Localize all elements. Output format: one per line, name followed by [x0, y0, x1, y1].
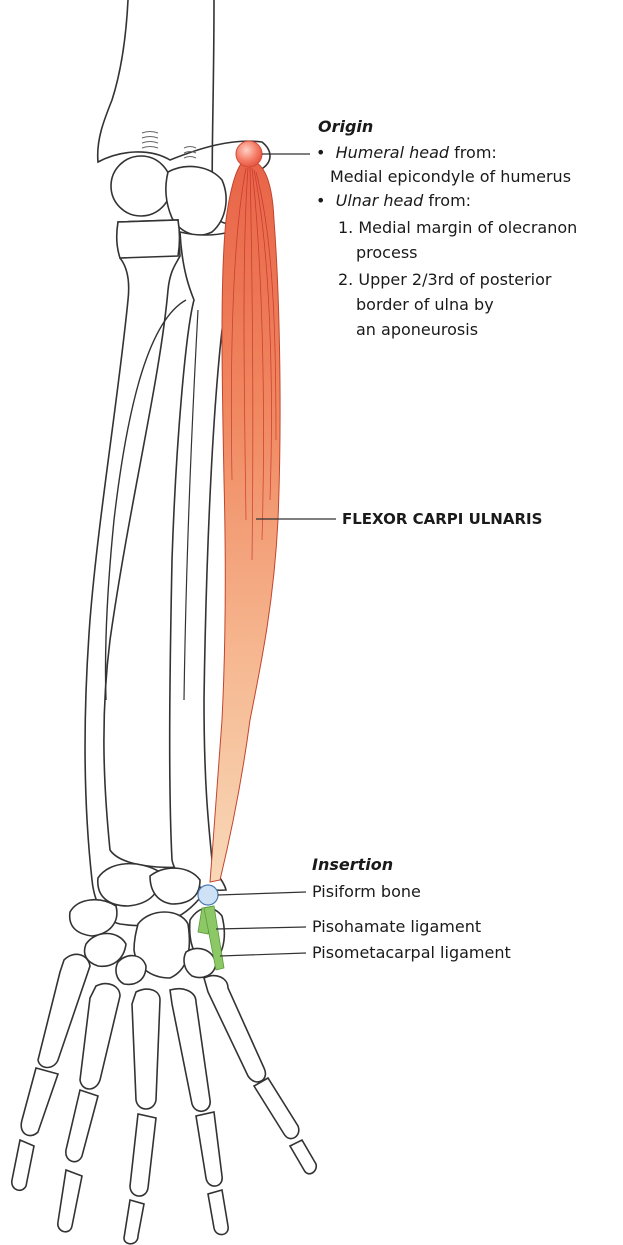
origin-dot [236, 141, 262, 167]
origin-heading: Origin [318, 117, 373, 137]
bullet-1: • [316, 143, 336, 162]
pisiform-label: Pisiform bone [312, 882, 421, 902]
ulnar-item-1-line-1: 1. Medial margin of olecranon [338, 218, 577, 238]
ulnar-item-2-line-2: border of ulna by [356, 295, 494, 315]
humeral-head-rest: from: [449, 143, 497, 162]
hand-bones [12, 954, 316, 1243]
ulnar-head-term: Ulnar head [336, 191, 424, 210]
humeral-head-term: Humeral head [336, 143, 449, 162]
ulnar-item-1-line-2: process [356, 243, 417, 263]
ulnar-item-2-line-3: an aponeurosis [356, 320, 478, 340]
muscle-label: FLEXOR CARPI ULNARIS [342, 509, 542, 529]
pisometacarpal-label: Pisometacarpal ligament [312, 943, 511, 963]
humeral-head-detail: Medial epicondyle of humerus [330, 167, 571, 187]
humeral-head-line: • Humeral head from: [316, 143, 497, 163]
radial-head [117, 220, 180, 258]
pisohamate-label: Pisohamate ligament [312, 917, 481, 937]
ulnar-item-2-line-1: 2. Upper 2/3rd of posterior [338, 270, 551, 290]
ulnar-head-rest: from: [423, 191, 471, 210]
insertion-heading: Insertion [312, 855, 393, 875]
insertion-dot [198, 885, 218, 905]
bullet-2: • [316, 191, 336, 210]
capitulum [111, 156, 171, 216]
ulnar-head-line: • Ulnar head from: [316, 191, 471, 211]
